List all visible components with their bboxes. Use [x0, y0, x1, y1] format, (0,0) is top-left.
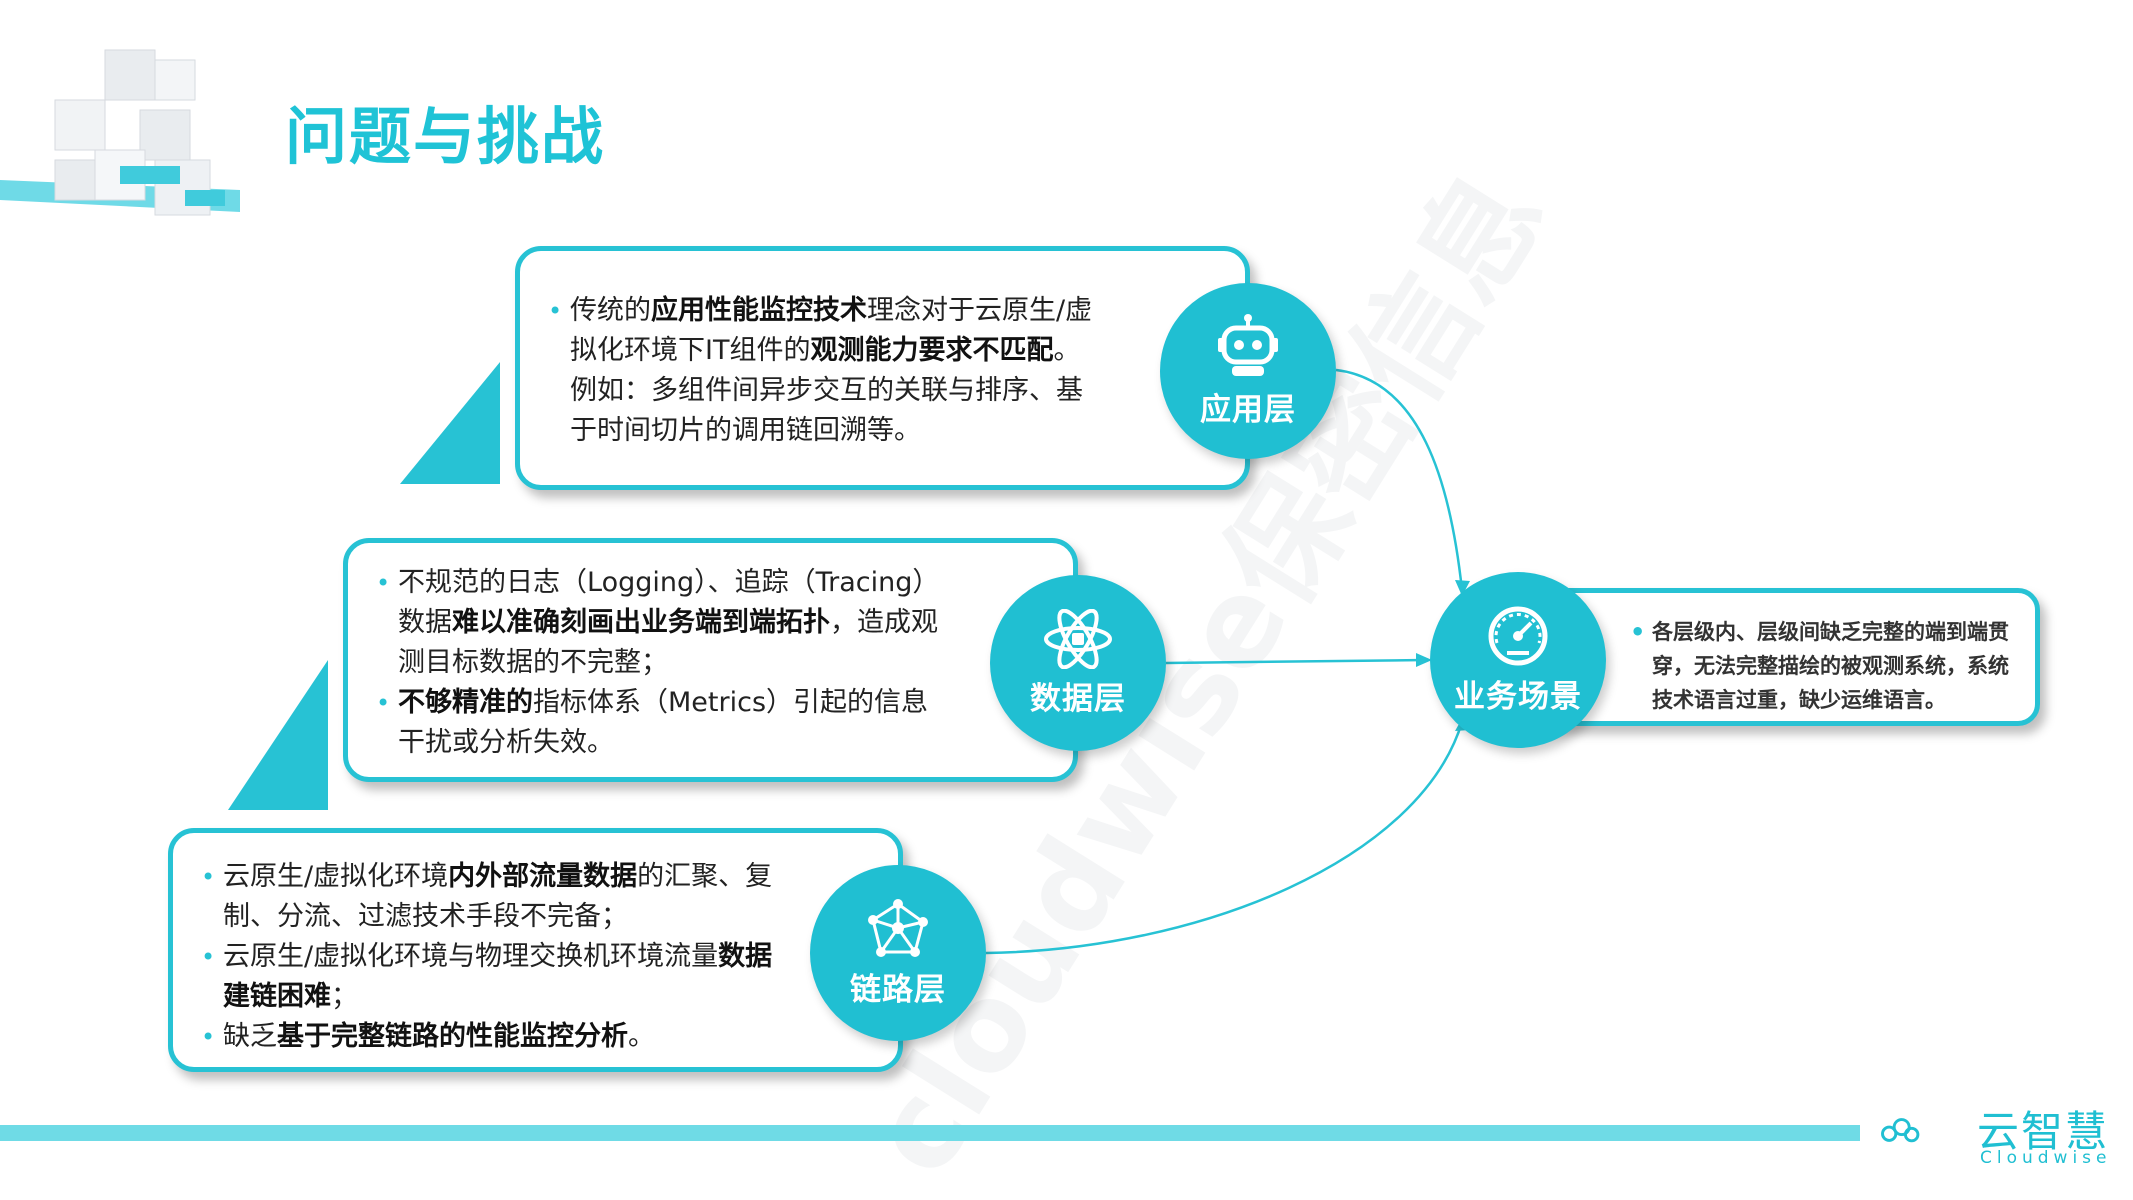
network-icon: [868, 898, 928, 957]
data-layer-circle: 数据层: [990, 575, 1166, 751]
speedometer-icon: [1488, 606, 1548, 665]
text-segment: 云原生/虚拟化环境与物理交换机环境流量: [223, 941, 719, 972]
bold-text: 应用性能监控技术: [651, 295, 867, 326]
bullet-item: 传统的应用性能监控技术理念对于云原生/虚拟化环境下IT组件的观测能力要求不匹配。…: [548, 291, 1095, 451]
text-segment: 不规范的日志（Logging）、追踪（Tracing）数据: [398, 567, 940, 638]
data-layer-card: 不规范的日志（Logging）、追踪（Tracing）数据难以准确刻画出业务端到…: [343, 538, 1078, 782]
app-layer-card: 传统的应用性能监控技术理念对于云原生/虚拟化环境下IT组件的观测能力要求不匹配。…: [515, 246, 1250, 490]
brand-name-cn: 云智慧: [1977, 1107, 2110, 1156]
bold-text: 不够精准的: [398, 687, 533, 718]
app-layer-list: 传统的应用性能监控技术理念对于云原生/虚拟化环境下IT组件的观测能力要求不匹配。…: [548, 291, 1095, 451]
text-segment: 传统的: [570, 295, 651, 326]
text-segment: 。: [628, 1021, 655, 1052]
app-layer-label: 应用层: [1200, 391, 1296, 428]
brand-name-en: Cloudwise: [1980, 1148, 2112, 1168]
bullet-item: 不规范的日志（Logging）、追踪（Tracing）数据难以准确刻画出业务端到…: [376, 563, 953, 683]
atom-icon: [1044, 608, 1112, 669]
data-layer-label: 数据层: [1030, 680, 1126, 717]
text-segment: 各层级内、层级间缺乏完整的端到端贯穿，无法完整描绘的被观测系统，系统技术语言过重…: [1652, 620, 2009, 712]
footer-bar: [0, 1125, 1860, 1141]
data-layer-list: 不规范的日志（Logging）、追踪（Tracing）数据难以准确刻画出业务端到…: [376, 563, 953, 763]
business-scenario-circle: 业务场景: [1430, 572, 1606, 748]
bold-text: 数据建链困难: [223, 941, 773, 1012]
app-layer-circle: 应用层: [1160, 283, 1336, 459]
link-layer-circle: 链路层: [810, 865, 986, 1041]
bold-text: 难以准确刻画出业务端到端拓扑: [452, 607, 830, 638]
bullet-item: 云原生/虚拟化环境与物理交换机环境流量数据建链困难；: [201, 937, 798, 1017]
bold-text: 基于完整链路的性能监控分析: [277, 1021, 628, 1052]
arrow-data-to-biz: [1165, 658, 1426, 665]
text-segment: 缺乏: [223, 1021, 277, 1052]
arrow-link-to-biz: [985, 721, 1464, 955]
robot-icon: [1218, 313, 1278, 376]
text-segment: 云原生/虚拟化环境: [223, 861, 449, 892]
text-segment: 。例如：多组件间异步交互的关联与排序、基于时间切片的调用链回溯等。: [570, 335, 1083, 446]
business-scenario-label: 业务场景: [1454, 678, 1582, 715]
business-scenario-list: 各层级内、层级间缺乏完整的端到端贯穿，无法完整描绘的被观测系统，系统技术语言过重…: [1630, 615, 2017, 717]
triangle-lower: [228, 660, 328, 810]
link-layer-list: 云原生/虚拟化环境内外部流量数据的汇聚、复制、分流、过滤技术手段不完备；云原生/…: [201, 857, 798, 1057]
text-segment: ；: [331, 981, 358, 1012]
text-segment: 理念对于云原生/虚拟化环境下IT组件的: [570, 295, 1093, 366]
link-layer-label: 链路层: [850, 971, 946, 1008]
cloud-logo-icon: [1881, 1118, 1920, 1143]
arrow-app-to-biz: [1335, 368, 1464, 591]
bullet-item: 缺乏基于完整链路的性能监控分析。: [201, 1017, 798, 1057]
cube-blocks-logo-icon: [0, 49, 240, 216]
triangle-upper: [400, 362, 500, 484]
business-scenario-card: 各层级内、层级间缺乏完整的端到端贯穿，无法完整描绘的被观测系统，系统技术语言过重…: [1530, 588, 2040, 726]
bold-text: 观测能力要求不匹配: [810, 335, 1054, 366]
bullet-item: 各层级内、层级间缺乏完整的端到端贯穿，无法完整描绘的被观测系统，系统技术语言过重…: [1630, 615, 2017, 717]
link-layer-card: 云原生/虚拟化环境内外部流量数据的汇聚、复制、分流、过滤技术手段不完备；云原生/…: [168, 828, 903, 1072]
bold-text: 内外部流量数据: [448, 861, 638, 892]
text-segment: 指标体系（Metrics）引起的信息干扰或分析失效。: [398, 687, 929, 758]
page-title: 问题与挑战: [285, 100, 606, 173]
bullet-item: 不够精准的指标体系（Metrics）引起的信息干扰或分析失效。: [376, 683, 953, 763]
text-segment: ，造成观测目标数据的不完整；: [398, 607, 938, 678]
bullet-item: 云原生/虚拟化环境内外部流量数据的汇聚、复制、分流、过滤技术手段不完备；: [201, 857, 798, 937]
text-segment: 的汇聚、复制、分流、过滤技术手段不完备；: [223, 861, 773, 932]
